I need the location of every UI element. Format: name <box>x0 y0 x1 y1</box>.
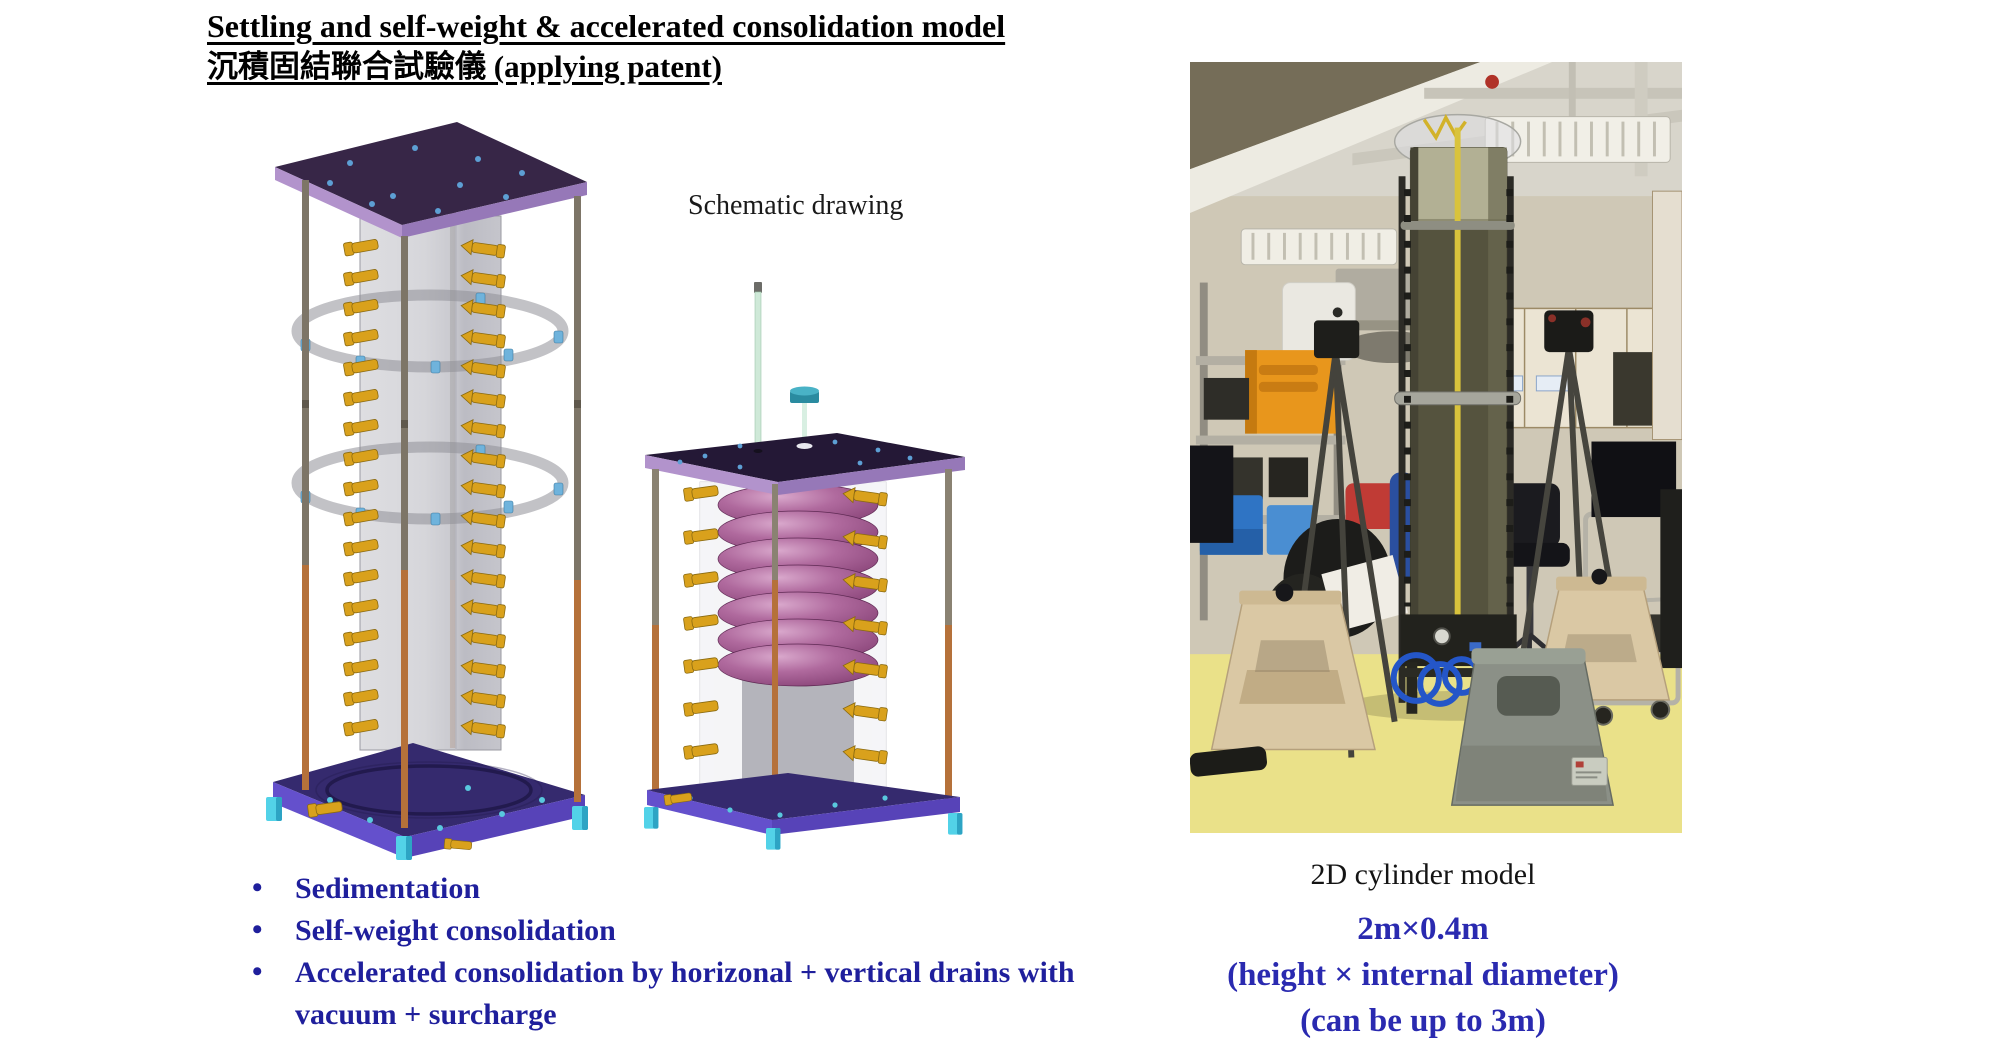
step-stool-left <box>1210 583 1376 751</box>
lab-photo <box>1190 62 1682 833</box>
schematic-drawing-label: Schematic drawing <box>688 190 904 221</box>
corner-support-rods <box>652 469 952 822</box>
lab-photo-illustration <box>1190 62 1682 833</box>
floor-mallet <box>1190 746 1267 777</box>
model-size-note-2: (can be up to 3m) <box>1300 1003 1546 1039</box>
cylinder-column <box>1393 113 1522 714</box>
base-plate <box>647 773 960 835</box>
feature-item-sedimentation: Sedimentation <box>252 867 1095 910</box>
left-schematic-drawing <box>266 122 588 860</box>
measuring-tape <box>1454 127 1461 623</box>
vacuum-cap <box>790 386 819 443</box>
gray-step-stool <box>1450 648 1615 806</box>
right-schematic-drawing <box>644 282 965 850</box>
top-plate <box>645 433 965 495</box>
corner-support-rods <box>302 180 581 828</box>
base-plate <box>273 743 585 858</box>
title-line-2: 沉積固結聯合試驗儀 (applying patent) <box>207 49 722 84</box>
clamp-ring-lower <box>291 441 569 526</box>
top-plate <box>275 122 587 238</box>
model-size-note-1: (height × internal diameter) <box>1227 957 1619 993</box>
settlement-rod <box>754 282 762 451</box>
model-size: 2m×0.4m <box>1357 911 1489 947</box>
photo-caption: 2D cylinder model <box>1310 858 1536 891</box>
bellows-stack <box>717 483 879 687</box>
feature-item-self-weight: Self-weight consolidation <box>252 909 1095 952</box>
feature-list: Sedimentation Self-weight consolidation … <box>252 867 1095 1036</box>
photo-caption-block: 2D cylinder model 2m×0.4m (height × inte… <box>1138 856 1708 1044</box>
slide-title: Settling and self-weight & accelerated c… <box>207 6 1005 87</box>
feature-item-accelerated: Accelerated consolidation by horizonal +… <box>252 951 1095 1036</box>
title-line-1: Settling and self-weight & accelerated c… <box>207 8 1006 44</box>
